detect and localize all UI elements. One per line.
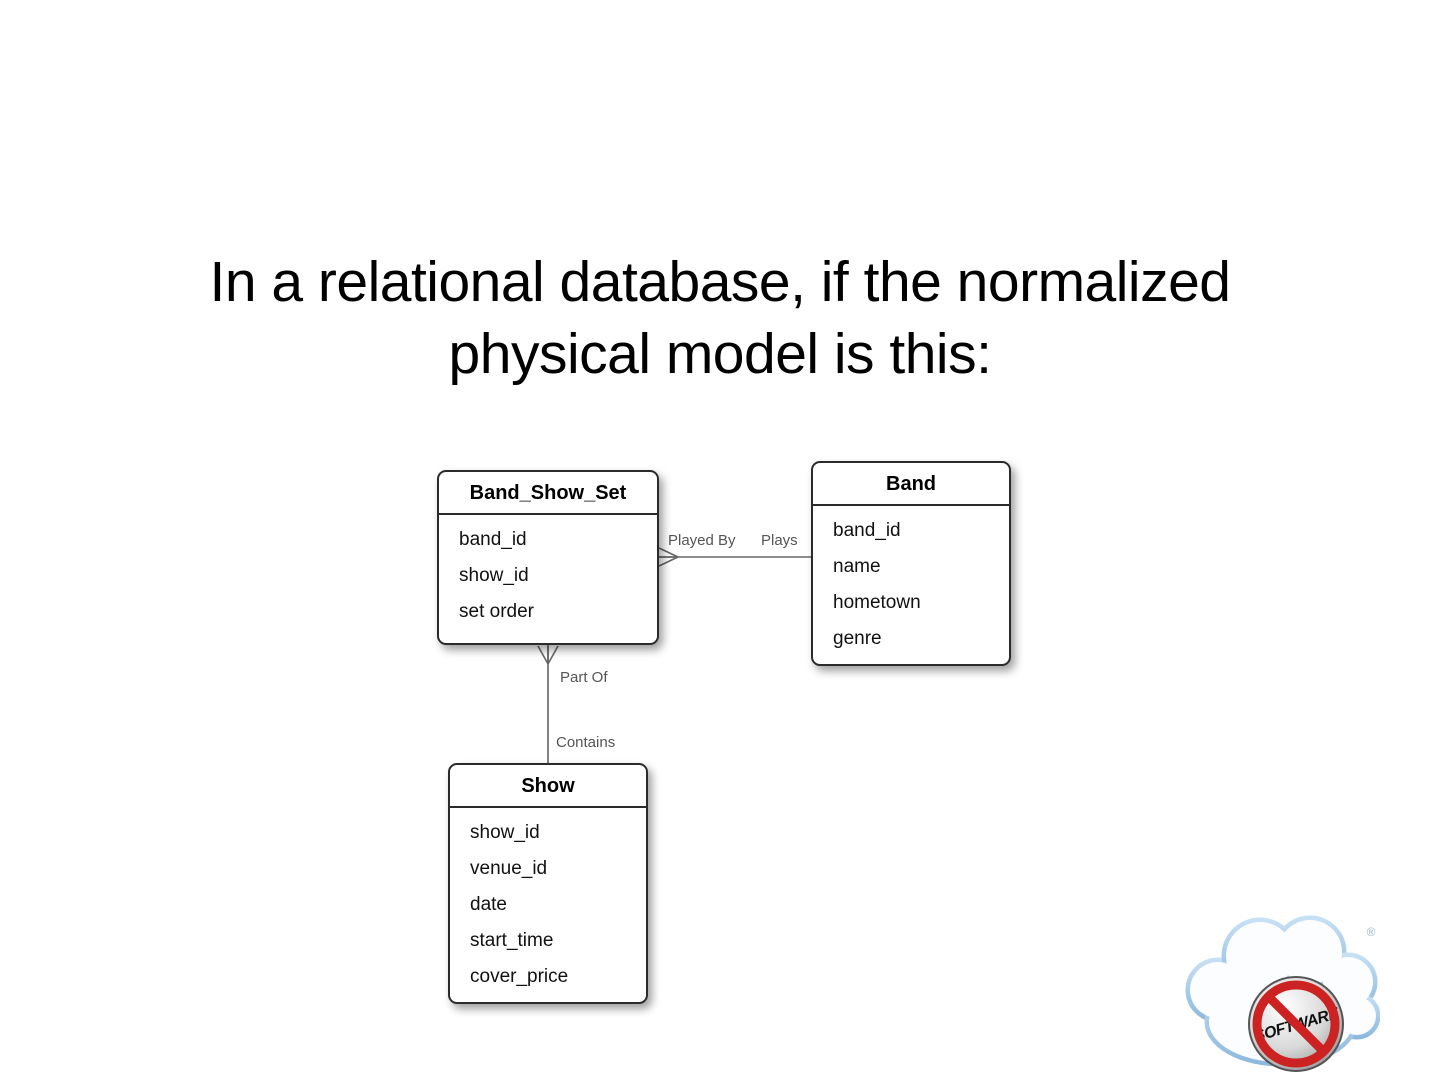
entity-field: show_id xyxy=(470,822,540,843)
relationship-label-plays: Plays xyxy=(761,532,798,549)
entity-field: show_id xyxy=(459,565,529,586)
prohibition-icon xyxy=(1252,980,1340,1068)
entity-title: Band_Show_Set xyxy=(439,472,657,515)
entity-field: set order xyxy=(459,601,534,622)
entity-field: hometown xyxy=(833,592,921,613)
entity-field: genre xyxy=(833,628,882,649)
registered-mark: ® xyxy=(1367,925,1376,939)
entity-field: cover_price xyxy=(470,966,569,987)
relationship-label-part-of: Part Of xyxy=(560,669,608,686)
relationship-label-played-by: Played By xyxy=(668,532,736,549)
connector-bandshowset-show xyxy=(537,645,559,763)
no-software-logo: ® SOFTWARE xyxy=(1178,910,1381,1080)
entity-field: band_id xyxy=(833,520,901,541)
cloud-icon: ® SOFTWARE xyxy=(1185,915,1381,1072)
connector-bandshowset-band xyxy=(658,547,811,567)
entity-title: Show xyxy=(450,765,646,808)
entity-band-show-set: Band_Show_Set band_id show_id set order xyxy=(437,470,659,645)
entity-field-list: band_id show_id set order xyxy=(439,515,657,637)
entity-field: name xyxy=(833,556,881,577)
crow-foot-icon xyxy=(537,645,559,665)
entity-field-list: show_id venue_id date start_time cover_p… xyxy=(450,808,646,1002)
relationship-label-contains: Contains xyxy=(556,734,616,751)
crow-foot-icon xyxy=(658,547,679,567)
no-software-badge: SOFTWARE xyxy=(1248,976,1344,1072)
entity-field-list: band_id name hometown genre xyxy=(813,506,1009,664)
entity-field: start_time xyxy=(470,930,554,951)
entity-field: venue_id xyxy=(470,858,548,879)
slide-title: In a relational database, if the normali… xyxy=(209,250,1231,387)
entity-band: Band band_id name hometown genre xyxy=(811,461,1011,666)
entity-field: date xyxy=(470,894,507,915)
entity-show: Show show_id venue_id date start_time co… xyxy=(448,763,648,1004)
entity-title: Band xyxy=(813,463,1009,506)
entity-field: band_id xyxy=(459,529,527,550)
